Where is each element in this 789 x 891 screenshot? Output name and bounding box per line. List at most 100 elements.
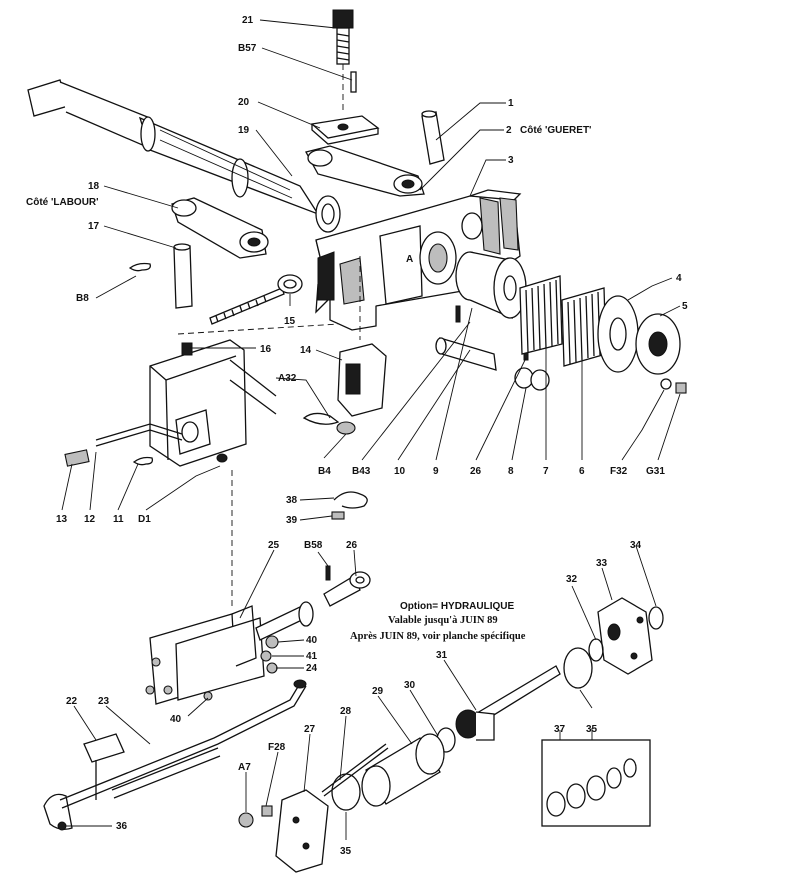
casting-letter: A <box>406 254 413 265</box>
part-22-bracket <box>83 733 125 800</box>
part-2-arm <box>305 145 425 197</box>
part-A7-nut <box>238 812 254 828</box>
label-32: 32 <box>566 574 578 585</box>
label-25: 25 <box>268 540 280 551</box>
label-B4: B4 <box>318 466 331 477</box>
label-35a: 35 <box>586 724 598 735</box>
label-2-side: Côté 'GUERET' <box>520 125 591 136</box>
option-note-line1: Option= HYDRAULIQUE <box>400 601 514 612</box>
label-D1: D1 <box>138 514 151 525</box>
label-16: 16 <box>260 344 272 355</box>
part-9-bush <box>455 251 527 320</box>
label-8: 8 <box>508 466 514 477</box>
part-12-lever <box>95 423 183 447</box>
label-40b: 40 <box>170 714 182 725</box>
label-41: 41 <box>306 651 318 662</box>
label-31: 31 <box>436 650 448 661</box>
label-12: 12 <box>84 514 96 525</box>
part-27-block <box>275 789 329 873</box>
label-13: 13 <box>56 514 68 525</box>
part-B57-pin <box>350 71 357 93</box>
label-7: 7 <box>543 466 549 477</box>
label-17: 17 <box>88 221 100 232</box>
part-28-rod <box>321 743 389 797</box>
part-26-eye <box>323 571 371 607</box>
part-19-cross-shaft <box>27 79 341 233</box>
part-35-ring-b <box>331 773 361 811</box>
label-F28: F28 <box>268 742 286 753</box>
part-B8-clip <box>128 262 151 272</box>
label-27: 27 <box>304 724 316 735</box>
label-38: 38 <box>286 495 298 506</box>
label-6: 6 <box>579 466 585 477</box>
label-18: 18 <box>88 181 100 192</box>
label-30: 30 <box>404 680 416 691</box>
label-20: 20 <box>238 97 250 108</box>
part-33-block <box>597 597 653 675</box>
label-18-side: Côté 'LABOUR' <box>26 197 99 208</box>
label-9: 9 <box>433 466 439 477</box>
label-36: 36 <box>116 821 128 832</box>
part-1-pin <box>421 110 445 165</box>
label-19: 19 <box>238 125 250 136</box>
part-39-screw <box>331 511 345 520</box>
option-note-line3: Après JUIN 89, voir planche spécifique <box>350 631 526 642</box>
label-2: 2 <box>506 125 512 136</box>
alignment-line-upper <box>177 256 361 610</box>
label-39: 39 <box>286 515 298 526</box>
label-5: 5 <box>682 301 688 312</box>
part-4-flange <box>597 295 639 373</box>
option-note-line2: Valable jusqu'à JUIN 89 <box>388 615 498 626</box>
label-23: 23 <box>98 696 110 707</box>
part-29-tube <box>361 733 445 807</box>
label-11: 11 <box>113 514 124 525</box>
part-35-ring-a <box>563 647 593 689</box>
part-14-link <box>336 343 387 435</box>
label-B58: B58 <box>304 540 323 551</box>
label-A32: A32 <box>278 373 297 384</box>
part-13-cap <box>64 449 90 467</box>
label-G31: G31 <box>646 466 665 477</box>
label-26b: 26 <box>346 540 358 551</box>
label-40a: 40 <box>306 635 318 646</box>
part-11-clip <box>132 456 154 466</box>
part-B43-pin <box>455 305 461 323</box>
label-26a: 26 <box>470 466 482 477</box>
part-F28-washer <box>261 805 273 817</box>
part-34-ring <box>648 606 664 630</box>
part-23-hoses <box>59 679 307 809</box>
part-31-piston-rod <box>455 665 561 741</box>
part-40-41-24-fittings <box>260 635 279 674</box>
label-10: 10 <box>394 466 406 477</box>
label-B8: B8 <box>76 293 89 304</box>
part-7-sleeve <box>519 275 563 355</box>
part-A32-pin <box>302 412 340 425</box>
part-32-ring <box>588 638 604 662</box>
part-B58-pin <box>325 565 331 581</box>
part-36-hose-end <box>43 793 73 831</box>
label-24: 24 <box>306 663 318 674</box>
part-8-roller <box>514 367 550 391</box>
label-22: 22 <box>66 696 78 707</box>
leader-lines <box>61 19 681 840</box>
label-15: 15 <box>284 316 296 327</box>
part-labels: 21 B57 20 19 1 2 Côté 'GUERET' 3 18 Côté… <box>26 15 688 857</box>
part-F32-washer <box>660 378 672 390</box>
label-28: 28 <box>340 706 352 717</box>
part-15-eyebolt <box>209 274 303 325</box>
label-F32: F32 <box>610 466 628 477</box>
label-A7: A7 <box>238 762 251 773</box>
part-37-seal-kit <box>541 739 651 827</box>
label-37: 37 <box>554 724 566 735</box>
label-1: 1 <box>508 98 514 109</box>
part-16-body <box>149 339 277 467</box>
label-4: 4 <box>676 273 682 284</box>
label-33: 33 <box>596 558 608 569</box>
label-B43: B43 <box>352 466 371 477</box>
label-21: 21 <box>242 15 254 26</box>
part-G31-bolt <box>675 382 687 394</box>
part-25-cylinder <box>145 601 314 705</box>
label-35b: 35 <box>340 846 352 857</box>
part-17-pin <box>173 243 193 309</box>
